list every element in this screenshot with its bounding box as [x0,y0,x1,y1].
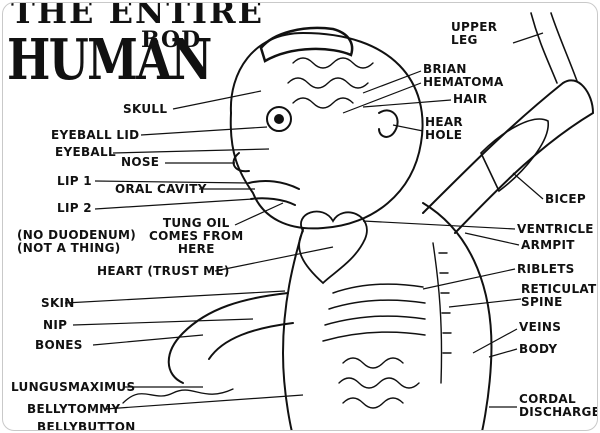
intestines [338,357,420,409]
label-hematoma: HEMATOMA [423,75,504,89]
label-lip2: LIP 2 [57,201,92,215]
leader-armpit [464,232,520,246]
torso-outline [281,202,493,430]
label-bellytommy: BELLYTOMMY [27,402,121,416]
label-armpit: ARMPIT [521,238,575,252]
label-tung-oil: TUNG OIL COMES FROM HERE [149,216,244,256]
brain-texture [287,57,374,109]
label-skull: SKULL [123,102,168,116]
label-bones: BONES [35,338,83,352]
leader-brian [362,70,422,94]
label-nose: NOSE [121,155,160,169]
leader-tung-oil [234,202,284,226]
leader-hematoma [342,82,422,114]
veins-squiggle [122,388,234,404]
label-hair: HAIR [453,92,488,106]
heart-shape [298,210,368,285]
label-heart: HEART (TRUST ME) [97,264,230,278]
leader-veins [472,328,518,354]
title-line-3: BOD [141,27,202,53]
leader-skin [64,290,286,304]
label-cordal-discharge: CORDAL DISCHARGE [519,392,598,419]
mouth-shape [248,180,300,206]
upper-leg-shape [530,12,578,84]
label-bicep: BICEP [545,192,586,206]
leader-lip1 [94,180,250,184]
leader-skull [172,90,262,110]
ribs [322,283,426,342]
label-lungusmaximus: LUNGUSMAXIMUS [11,380,136,394]
leader-riblets [422,268,516,290]
label-skin: SKIN [41,296,75,310]
label-hear-hole: HEAR HOLE [425,115,463,142]
leader-nip [72,318,254,326]
leader-hair [362,99,452,108]
label-no-duodenum: (NO DUODENUM) (NOT A THING) [17,228,137,255]
title-line-1: THE ENTIRE [11,2,264,31]
leader-ventricle [362,220,516,230]
ear-shape [378,109,399,138]
leader-bellytommy [104,394,304,410]
leader-spine [448,298,522,308]
spine [432,242,452,384]
leader-body [488,348,518,358]
leader-eyeball-lid [140,126,268,136]
label-reticulated-spine: RETICULATED SPINE [521,282,597,309]
label-body: BODY [519,342,558,356]
skull-cap [259,26,354,63]
label-lip1: LIP 1 [57,174,92,188]
label-ventricle: VENTRICLE [517,222,594,236]
label-veins: VEINS [519,320,562,334]
head-outline [229,31,424,230]
label-nip: NIP [43,318,68,332]
raised-arm [422,79,594,234]
anatomy-drawing [64,12,594,430]
label-oral-cavity: ORAL CAVITY [115,182,207,196]
leader-eyeball [112,148,270,154]
nose-shape [232,152,250,173]
left-arm [167,292,294,384]
title-line-2: HUMAN [7,27,212,93]
bicep-shape [480,118,549,193]
label-bellybutton: BELLYBUTTON [37,420,136,431]
leader-lip2 [94,198,254,210]
label-eyeball-lid: EYEBALL LID [51,128,140,142]
leader-hear-hole [392,124,424,132]
leader-upper-leg [512,32,544,44]
label-riblets: RIBLETS [517,262,575,276]
label-eyeball: EYEBALL [55,145,116,159]
label-brian: BRIAN [423,62,467,76]
eyeball-shape [266,106,292,132]
label-upper-leg: UPPER LEG [451,20,498,47]
leader-heart [214,246,334,272]
leader-bicep [512,172,544,200]
leader-bones [92,334,204,346]
